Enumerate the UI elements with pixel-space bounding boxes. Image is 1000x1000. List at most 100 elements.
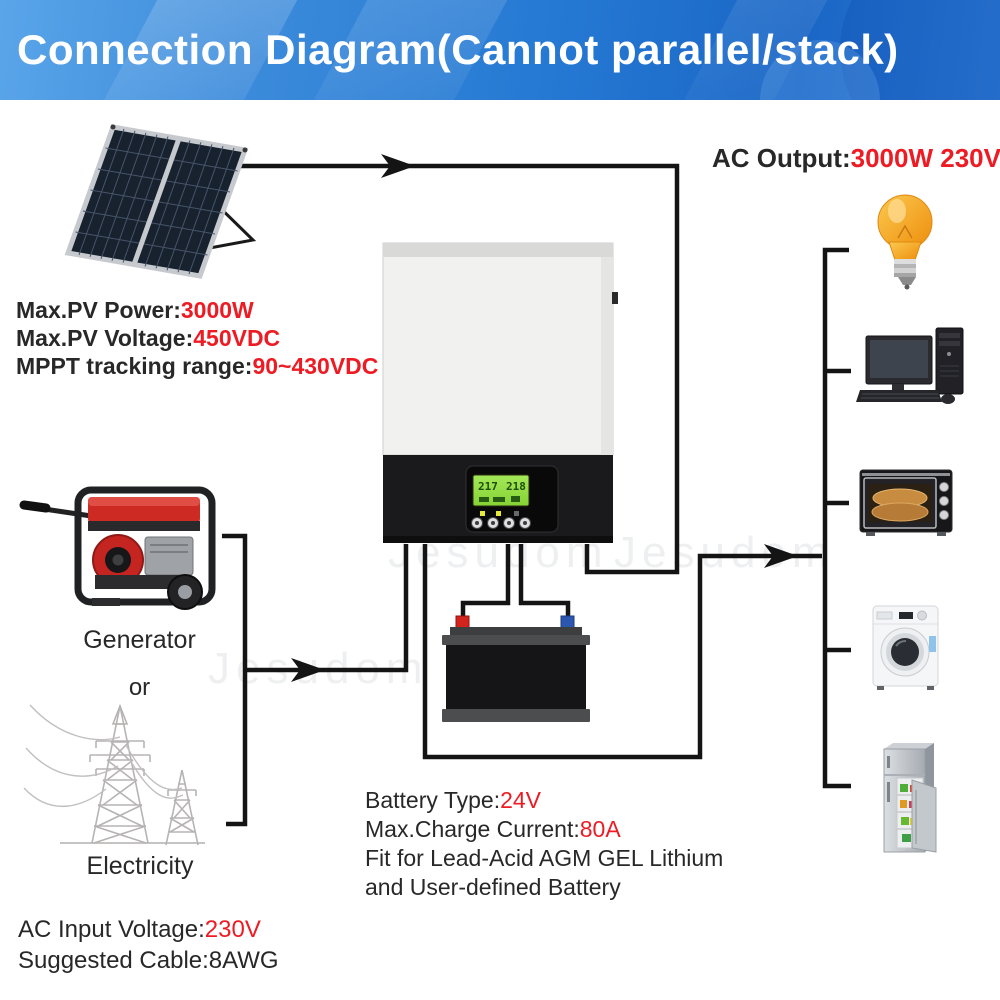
drive-bay <box>939 341 960 346</box>
fridge-open-door <box>911 779 937 853</box>
power-button <box>947 352 951 356</box>
pv-specs: Max.PV Power:3000W Max.PV Voltage:450VDC… <box>16 296 378 380</box>
fridge-top <box>884 743 934 749</box>
bulb-screw <box>894 259 916 264</box>
tall-tower <box>89 703 151 844</box>
washer-drum <box>891 638 919 666</box>
inverter-buttons <box>471 517 531 529</box>
generator-tank-highlight <box>88 497 200 506</box>
spec-label: Fit for Lead-Acid AGM GEL Lithium <box>365 845 724 871</box>
bulb-screw <box>894 273 916 277</box>
pv-spec-line: MPPT tracking range:90~430VDC <box>16 352 378 380</box>
battery-lip <box>442 635 590 645</box>
power-wires <box>23 704 184 808</box>
header-decor-circle <box>840 0 1000 100</box>
page-title: Connection Diagram(Cannot parallel/stack… <box>17 26 899 73</box>
electricity-label: Electricity <box>86 852 194 880</box>
battery-spec-line: Max.Charge Current:80A <box>365 815 723 844</box>
ac-input-line: Suggested Cable:8AWG <box>18 945 279 976</box>
spec-value: 24V <box>500 787 542 813</box>
generator-flywheel-hub <box>112 554 124 566</box>
bulb-screw <box>894 268 916 273</box>
solar-panel <box>64 124 257 279</box>
generator-handle-grip <box>19 500 51 513</box>
generator-foot <box>92 598 120 606</box>
spec-value: 3000W 230V <box>850 143 1000 173</box>
bulb-tip <box>898 277 916 285</box>
generator-underbody <box>95 575 190 589</box>
generator-alternator <box>144 536 194 576</box>
button-glyph <box>491 521 495 525</box>
battery-spec-line: Battery Type:24V <box>365 786 723 815</box>
spec-value: 230V <box>204 916 261 943</box>
battery-wire-positive <box>460 544 511 617</box>
ac-output-wire <box>422 544 822 760</box>
inverter: 217 218 <box>382 242 618 543</box>
oven-knob <box>939 496 949 506</box>
oven-glow <box>868 484 932 522</box>
pv-spec-line: Max.PV Voltage:450VDC <box>16 324 378 352</box>
spec-label: and User-defined Battery <box>365 874 621 900</box>
inverter-bottom-edge <box>383 536 613 543</box>
pv-wire <box>240 163 680 575</box>
button-glyph <box>523 521 527 525</box>
bulb-highlight <box>888 199 906 223</box>
solar-panel-corner <box>110 124 116 130</box>
spec-label: AC Output: <box>712 143 851 173</box>
desktop-computer-icon <box>856 327 964 404</box>
fridge-handle <box>887 782 890 802</box>
oven-knob <box>939 510 949 520</box>
monitor-stand <box>892 384 904 390</box>
spec-value: 90~430VDC <box>252 353 379 379</box>
connection-lines <box>222 163 851 827</box>
ac-input-bracket <box>222 533 248 827</box>
light-bulb-icon <box>877 194 933 290</box>
washing-machine-icon <box>872 605 939 690</box>
tower-vents <box>940 365 959 377</box>
refrigerator-icon <box>883 743 937 853</box>
washer-drum-highlight <box>895 639 907 647</box>
pv-arrowhead <box>381 154 415 178</box>
oven-trim <box>862 473 950 476</box>
spec-value: 80A <box>579 816 621 842</box>
status-led <box>480 511 485 516</box>
power-towers <box>23 703 205 846</box>
battery-spec-line: Fit for Lead-Acid AGM GEL Lithium <box>365 844 723 873</box>
battery <box>442 615 590 722</box>
ac-input-line: AC Input Voltage:230V <box>18 914 279 945</box>
status-led <box>496 511 501 516</box>
bulb-screw <box>894 264 916 268</box>
or-label: or <box>128 674 151 701</box>
oven-food <box>871 502 929 522</box>
oven-knob <box>939 482 949 492</box>
inverter-side-shade <box>601 257 613 455</box>
drive-bay <box>939 333 960 338</box>
small-tower <box>165 769 199 846</box>
generator-wheel-hub <box>178 585 192 599</box>
washer-drawer <box>876 611 893 620</box>
inverter-top-strip <box>383 243 613 257</box>
washer-display <box>899 612 913 619</box>
solar-panel-corner <box>242 147 248 153</box>
ac-output-label: AC Output:3000W 230V <box>712 143 1000 174</box>
arrowheads <box>291 154 798 682</box>
ac-output-arrowhead <box>764 544 798 568</box>
lcd-value-left: 217 <box>478 480 498 493</box>
mouse <box>941 394 955 404</box>
toaster-oven-icon <box>859 469 953 536</box>
spec-value: 450VDC <box>193 325 281 351</box>
button-glyph <box>475 521 479 525</box>
generator <box>19 486 216 610</box>
keyboard <box>856 390 942 402</box>
lcd-value-right: 218 <box>506 480 526 493</box>
oven-foot <box>937 532 946 536</box>
washer-foot <box>877 686 884 690</box>
ac-input-wire <box>245 544 409 673</box>
battery-wire-negative <box>518 544 571 617</box>
battery-base <box>442 709 590 722</box>
spec-label: MPPT tracking range: <box>16 353 253 379</box>
generator-chassis-band <box>88 521 200 531</box>
fridge-handle <box>887 756 890 768</box>
